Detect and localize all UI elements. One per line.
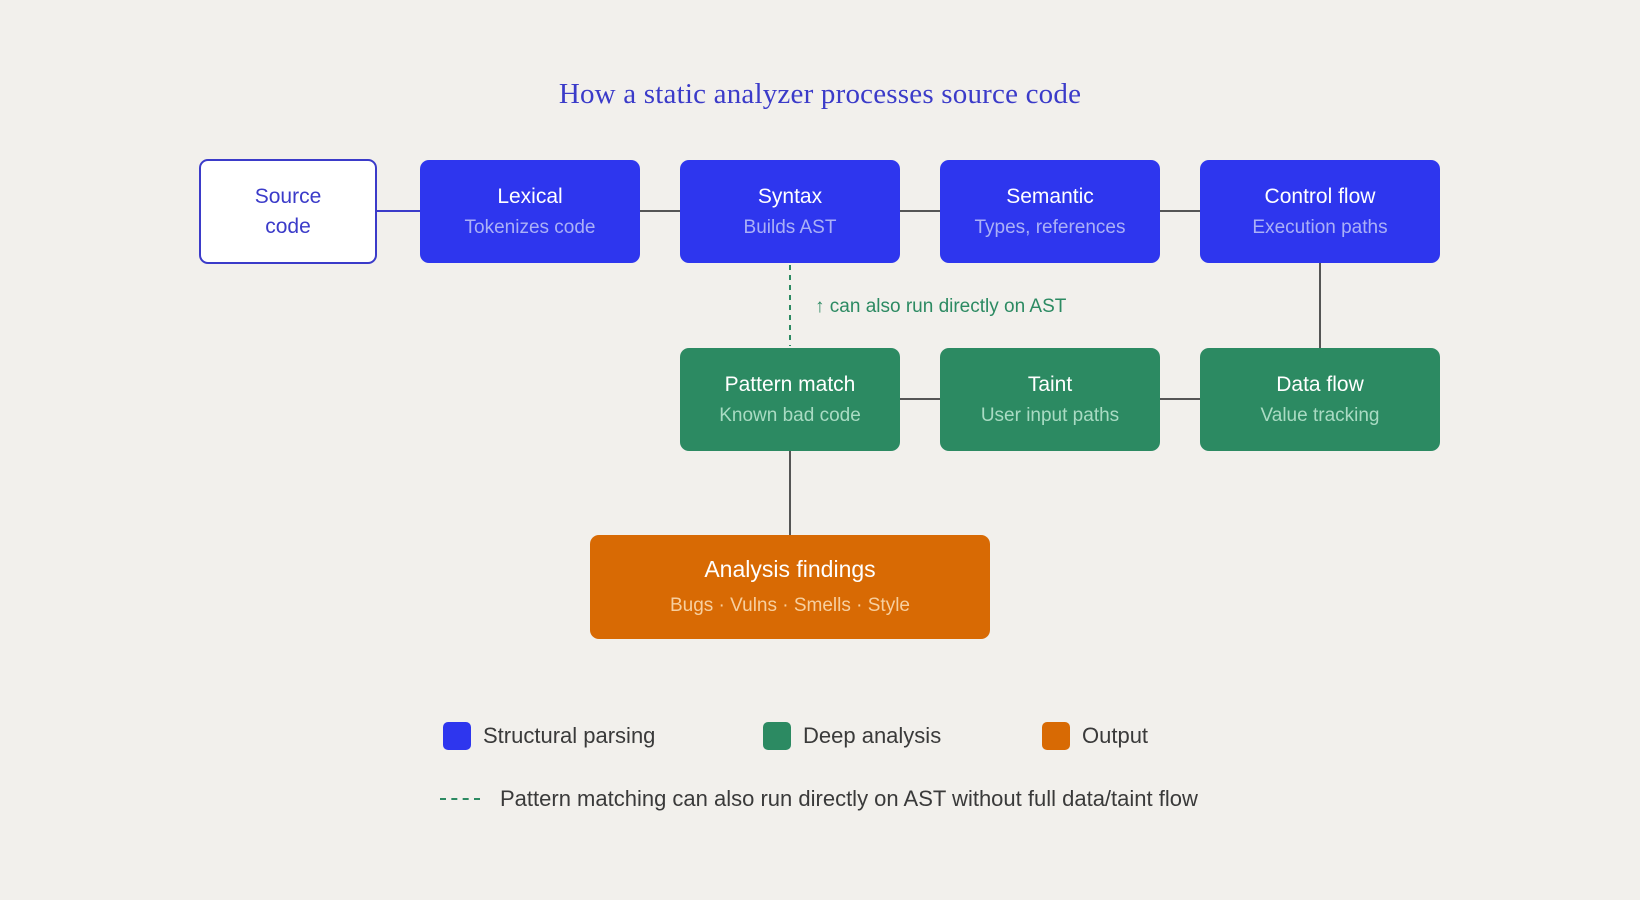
legend-deep-swatch: [763, 722, 791, 750]
node-lexical: Lexical Tokenizes code: [420, 160, 640, 263]
legend-output: Output: [1042, 722, 1148, 750]
node-syntax-subtitle: Builds AST: [743, 216, 837, 238]
node-analysis-findings-subtitle: Bugs · Vulns · Smells · Style: [669, 595, 911, 617]
node-analysis-findings: Analysis findings Bugs · Vulns · Smells …: [590, 535, 990, 639]
node-control-flow: Control flow Execution paths: [1200, 160, 1440, 263]
legend-dashed-note-text: Pattern matching can also run directly o…: [500, 786, 1198, 811]
node-data-flow-title: Data flow: [1276, 372, 1364, 396]
dashed-line-sample: [440, 798, 480, 800]
legend-structural-label: Structural parsing: [483, 723, 656, 748]
ast-annotation: ↑ can also run directly on AST: [815, 296, 1067, 317]
legend-dashed-note: Pattern matching can also run directly o…: [440, 786, 1198, 812]
node-taint: Taint User input paths: [940, 348, 1160, 451]
node-data-flow: Data flow Value tracking: [1200, 348, 1440, 451]
legend-structural-swatch: [443, 722, 471, 750]
node-source-code: Source code: [199, 159, 377, 264]
node-lexical-subtitle: Tokenizes code: [464, 216, 596, 238]
node-source-code-title: Source code: [254, 184, 322, 238]
node-semantic-title: Semantic: [1006, 184, 1094, 208]
legend-deep-label: Deep analysis: [803, 723, 942, 748]
node-control-flow-subtitle: Execution paths: [1252, 216, 1388, 238]
node-pattern-match-title: Pattern match: [724, 372, 856, 396]
node-taint-subtitle: User input paths: [980, 404, 1120, 426]
node-pattern-match-subtitle: Known bad code: [719, 404, 861, 426]
node-syntax: Syntax Builds AST: [680, 160, 900, 263]
node-syntax-title: Syntax: [757, 184, 823, 208]
node-pattern-match: Pattern match Known bad code: [680, 348, 900, 451]
node-data-flow-subtitle: Value tracking: [1260, 404, 1380, 426]
legend-output-label: Output: [1082, 723, 1149, 748]
node-analysis-findings-title: Analysis findings: [704, 555, 876, 582]
legend-structural: Structural parsing: [443, 722, 655, 750]
legend-output-swatch: [1042, 722, 1070, 750]
legend-deep: Deep analysis: [763, 722, 941, 750]
node-taint-title: Taint: [1027, 372, 1073, 396]
node-lexical-title: Lexical: [497, 184, 563, 208]
node-semantic-subtitle: Types, references: [974, 216, 1126, 238]
diagram-title: How a static analyzer processes source c…: [558, 78, 1082, 110]
node-semantic: Semantic Types, references: [940, 160, 1160, 263]
node-control-flow-title: Control flow: [1264, 184, 1376, 208]
